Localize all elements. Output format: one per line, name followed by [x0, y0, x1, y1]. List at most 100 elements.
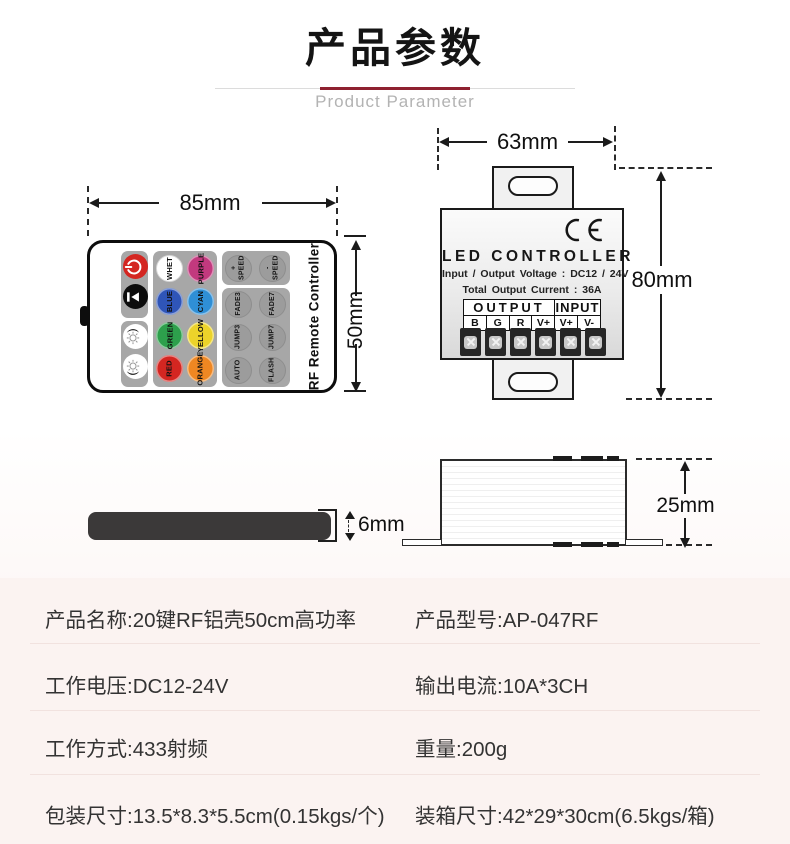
- terminal-screw: [510, 328, 531, 356]
- screw-head: [464, 335, 477, 349]
- extension-line: [87, 186, 89, 236]
- spec-working-voltage: 工作电压:DC12-24V: [45, 675, 229, 698]
- terminal-screw: [485, 328, 506, 356]
- terminal-screw: [535, 328, 556, 356]
- arrowhead: [680, 538, 690, 548]
- terminal-screw: [560, 328, 581, 356]
- spec-model-number: 产品型号:AP-047RF: [415, 609, 599, 632]
- mounting-tab-bottom: [492, 358, 574, 400]
- terminal-cell-vminus: V-: [584, 317, 595, 329]
- screw-head: [564, 335, 577, 349]
- dimension-label-controller-width: 63mm: [496, 129, 559, 154]
- terminal-cell-vplus-in: V+: [555, 316, 579, 330]
- mode-button-auto: AUTO: [225, 356, 252, 384]
- brightness-down-icon: [124, 357, 148, 376]
- screw-head: [489, 335, 502, 349]
- title-underline-accent: [320, 87, 470, 90]
- page-title: 产品参数: [305, 25, 485, 71]
- dimension-line: [684, 470, 686, 494]
- edge-detail: [553, 542, 572, 547]
- mode-button-fade7: FADE7: [259, 290, 286, 318]
- edge-detail: [581, 542, 603, 547]
- dimension-line: [97, 202, 159, 204]
- arrowhead: [656, 388, 666, 398]
- arrowhead: [89, 198, 99, 208]
- title-underline: [215, 87, 575, 90]
- screw-head: [514, 335, 527, 349]
- spec-divider: [30, 774, 760, 775]
- extension-line: [336, 186, 338, 236]
- lamp-icon: [125, 288, 147, 305]
- mounting-tab-top: [492, 166, 574, 210]
- color-button-blue: BLUE: [156, 288, 183, 315]
- input-header: INPUT: [555, 300, 600, 315]
- mounting-flange-right: [625, 539, 663, 546]
- terminal-cell-r: R: [510, 316, 533, 330]
- terminal-screw: [460, 328, 481, 356]
- extension-line: [619, 167, 712, 169]
- edge-detail: [581, 456, 603, 461]
- remote-control: WHET PURPLE BLUE CYAN GREEN YELLOW RED O…: [87, 240, 337, 393]
- remote-side-view: [88, 512, 331, 540]
- lamp-mode-button: [123, 284, 148, 309]
- spec-table: [0, 578, 790, 844]
- dimension-label-remote-height: 50mm: [344, 290, 368, 350]
- color-button-cyan: CYAN: [187, 288, 214, 315]
- screw-head: [539, 335, 552, 349]
- edge-detail: [607, 456, 619, 461]
- extension-line: [437, 128, 439, 170]
- extension-line: [636, 458, 712, 460]
- led-controller: LED CONTROLLER Input / Output Voltage : …: [440, 208, 630, 360]
- power-icon: [124, 258, 147, 275]
- mode-button-speed-minus: - SPEED: [259, 254, 286, 282]
- spec-row: 工作电压:DC12-24V 输出电流:10A*3CH: [0, 669, 790, 698]
- spec-row: 产品名称:20键RF铝壳50cm高功率 产品型号:AP-047RF: [0, 603, 790, 632]
- dimension-label-remote-thickness: 6mm: [358, 513, 405, 536]
- page-subtitle: Product Parameter: [315, 92, 475, 111]
- arrowhead: [439, 137, 449, 147]
- mode-button-speed-plus: + SPEED: [225, 254, 252, 282]
- terminal-block: [460, 328, 606, 356]
- extension-line: [614, 126, 616, 170]
- controller-side-view: [440, 459, 627, 546]
- mode-button-jump7: JUMP7: [259, 323, 286, 351]
- brightness-up-button: [123, 324, 148, 349]
- dimension-line: [660, 294, 662, 390]
- arrowhead: [351, 382, 361, 392]
- arrowhead: [326, 198, 336, 208]
- brightness-down-button: [123, 354, 148, 379]
- mounting-slot: [508, 372, 558, 392]
- mode-button-jump3: JUMP3: [225, 323, 252, 351]
- dimension-line: [355, 249, 357, 296]
- ce-mark: [562, 215, 606, 250]
- dimension-line: [447, 141, 487, 143]
- mounting-slot: [508, 176, 558, 196]
- dimension-line: [568, 141, 608, 143]
- dimension-label-controller-depth: 25mm: [656, 494, 715, 517]
- output-header: OUTPUT: [464, 300, 555, 315]
- dimension-line: [355, 344, 357, 384]
- color-button-green: GREEN: [156, 321, 183, 349]
- color-button-red: RED: [156, 355, 183, 382]
- voltage-line: Input / Output Voltage : DC12 / 24V: [442, 268, 629, 280]
- arrowhead: [345, 511, 355, 519]
- dimension-line: [262, 202, 326, 204]
- dimension-label-controller-height: 80mm: [631, 267, 693, 292]
- terminal-cell-b: B: [464, 316, 487, 330]
- arrowhead: [603, 137, 613, 147]
- mode-button-flash: FLASH: [259, 356, 286, 384]
- color-button-white: WHET: [156, 254, 183, 282]
- spec-working-mode: 工作方式:433射频: [45, 738, 208, 761]
- dimension-line: [660, 180, 662, 266]
- spec-carton-size: 装箱尺寸:42*29*30cm(6.5kgs/箱): [415, 805, 715, 828]
- terminal-table: OUTPUT INPUT B G R V+ V+ V-: [463, 299, 601, 331]
- remote-side-button: [80, 306, 89, 326]
- spec-product-name: 产品名称:20键RF铝壳50cm高功率: [45, 609, 356, 632]
- spec-divider: [30, 643, 760, 644]
- brightness-up-icon: [124, 327, 148, 346]
- extension-tick: [344, 235, 366, 237]
- power-button: [123, 254, 148, 279]
- dimension-line: [684, 518, 686, 540]
- edge-detail: [553, 456, 572, 461]
